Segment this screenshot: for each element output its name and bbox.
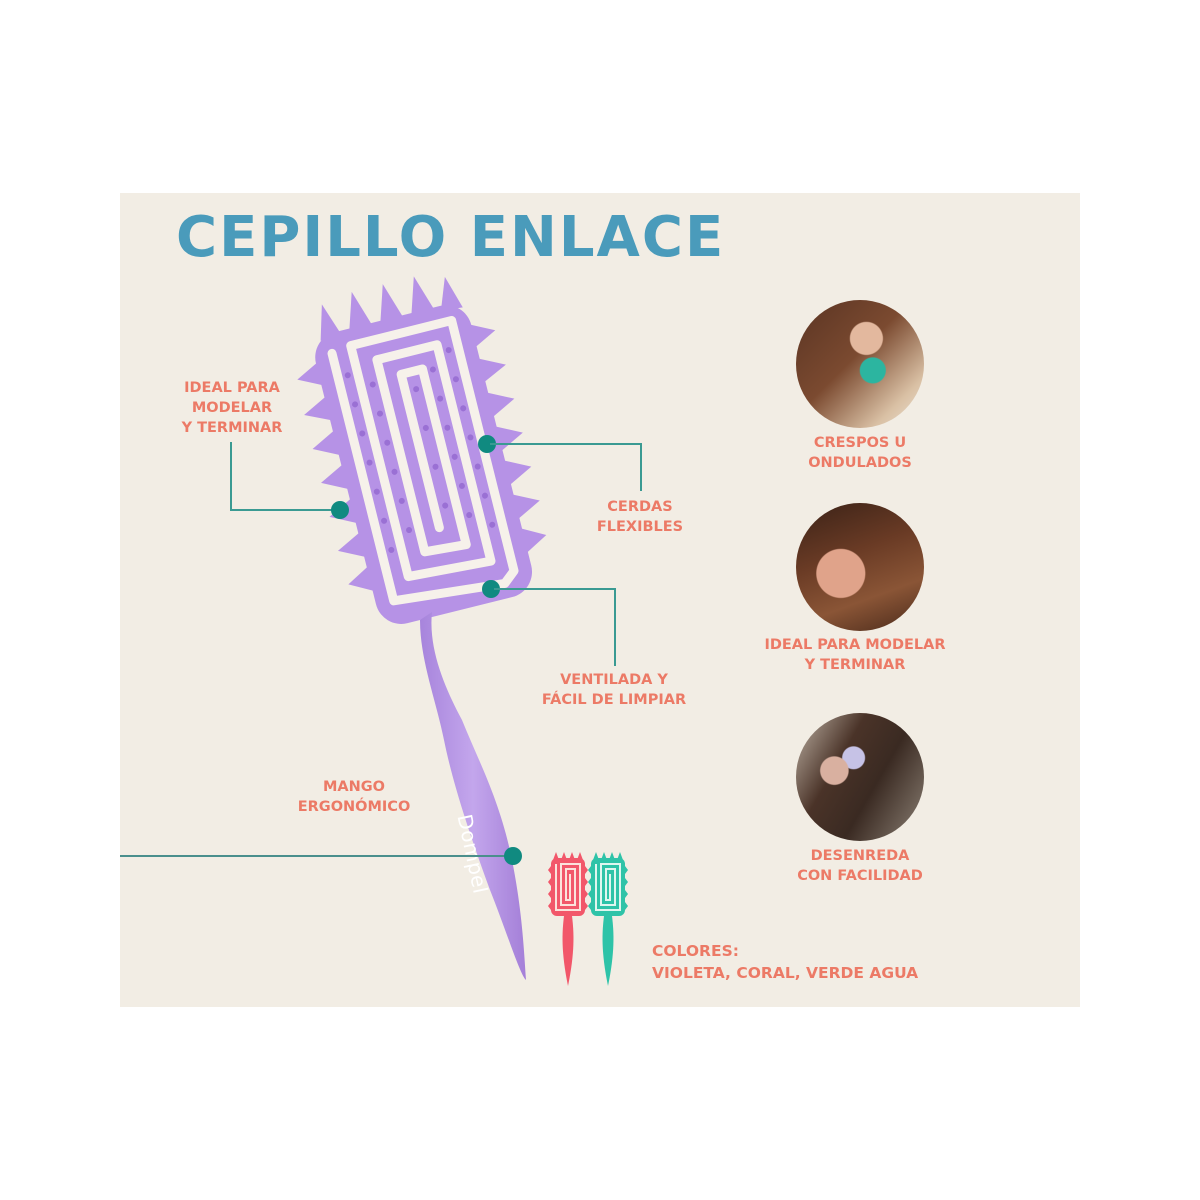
colors-list: VIOLETA, CORAL, VERDE AGUA [652,964,919,982]
callout-ventilada-line-vertical [614,588,616,666]
colors-heading: COLORES: [652,942,739,960]
callout-line: FÁCIL DE LIMPIAR [541,692,687,708]
callout-cerdas-dot [478,435,496,453]
callout-cerdas-label: CERDAS FLEXIBLES [580,497,700,537]
callout-cerdas-line-vertical [640,443,642,491]
callout-line: VENTILADA Y [560,672,668,688]
feature-photo-desenreda [796,713,924,841]
callout-line: ERGONÓMICO [297,799,411,815]
product-title: CEPILLO ENLACE [176,205,726,270]
callout-line: Y TERMINAR [181,420,283,436]
feature-line: CON FACILIDAD [797,868,923,884]
callout-ventilada-line-horizontal [494,588,616,590]
violet-brush-illustration [297,276,547,980]
feature-photo-crespos [796,300,924,428]
callout-ventilada-dot [482,580,500,598]
callout-line: MODELAR [191,400,273,416]
callout-line: MANGO [322,779,385,795]
feature-line: ONDULADOS [808,455,912,471]
feature-label-modelar: IDEAL PARA MODELAR Y TERMINAR [745,635,965,675]
callout-line: IDEAL PARA [184,380,280,396]
callout-line: FLEXIBLES [596,519,684,535]
feature-line: DESENREDA [810,848,910,864]
callout-ideal-label: IDEAL PARA MODELAR Y TERMINAR [172,378,292,438]
callout-ideal-line-vertical [230,442,232,511]
callout-ideal-line-horizontal [230,509,340,511]
callout-mango-line-horizontal [120,855,514,857]
feature-line: Y TERMINAR [804,657,906,673]
coral-brush-thumbnail [548,852,588,986]
callout-ideal-dot [331,501,349,519]
callout-mango-label: MANGO ERGONÓMICO [294,777,414,817]
feature-label-desenreda: DESENREDA CON FACILIDAD [770,846,950,886]
feature-line: IDEAL PARA MODELAR [764,637,946,653]
callout-ventilada-label: VENTILADA Y FÁCIL DE LIMPIAR [534,670,694,710]
aqua-brush-thumbnail [588,852,628,986]
feature-line: CRESPOS U [813,435,907,451]
callout-line: CERDAS [607,499,673,515]
callout-cerdas-line-horizontal [490,443,642,445]
feature-label-crespos: CRESPOS U ONDULADOS [780,433,940,473]
callout-mango-dot [504,847,522,865]
colors-info: COLORES: VIOLETA, CORAL, VERDE AGUA [652,940,918,984]
feature-photo-modelar [796,503,924,631]
